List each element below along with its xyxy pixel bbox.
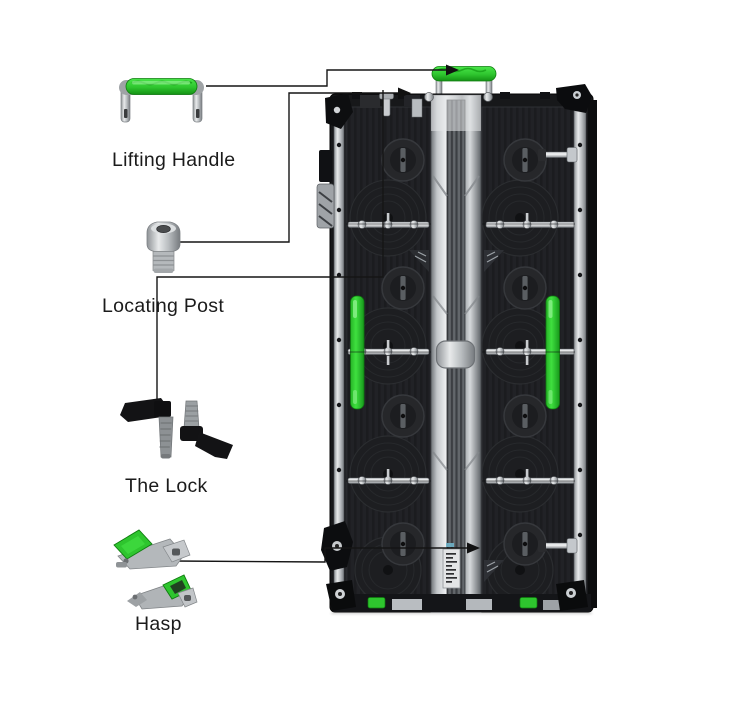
label-hasp: Hasp bbox=[135, 613, 182, 635]
label-lifting-handle: Lifting Handle bbox=[112, 149, 236, 171]
cabinet-main bbox=[316, 65, 598, 613]
label-locating-post: Locating Post bbox=[102, 295, 225, 317]
callout-hasp bbox=[172, 547, 468, 563]
lock-piece-right bbox=[180, 400, 233, 459]
lifting-handle-icon bbox=[119, 78, 204, 123]
panel-reflection bbox=[316, 611, 598, 701]
label-the-lock: The Lock bbox=[125, 475, 208, 497]
hasp-piece-bottom bbox=[127, 574, 198, 610]
hasp-icon bbox=[113, 529, 198, 610]
callout-lifting-handle bbox=[206, 69, 447, 87]
lock-piece-left bbox=[120, 398, 174, 459]
callout-the-lock bbox=[156, 90, 384, 402]
lock-icon bbox=[120, 398, 233, 459]
callout-locating-post bbox=[178, 92, 399, 243]
locating-post-icon bbox=[146, 221, 181, 273]
callout-arrow-icon bbox=[398, 64, 480, 554]
callout-lines bbox=[156, 69, 468, 563]
hasp-piece-top bbox=[113, 529, 191, 570]
